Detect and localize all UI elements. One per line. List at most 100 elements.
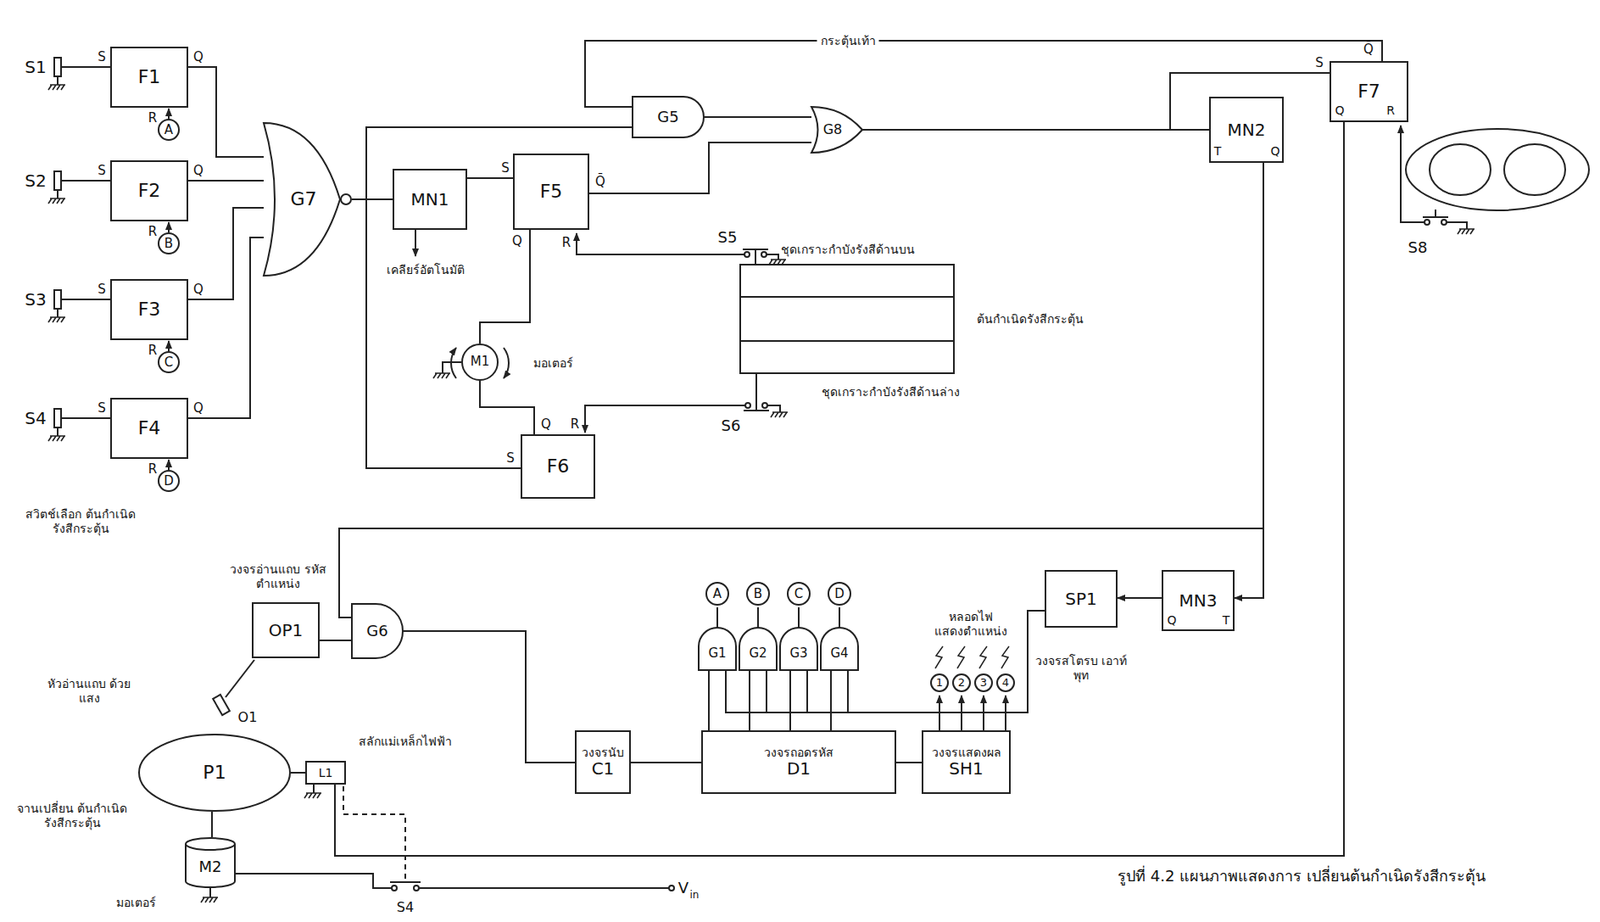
node-title: M2 <box>199 858 223 876</box>
node-text: MN3 <box>1179 590 1218 611</box>
pedal-switch <box>1422 209 1467 229</box>
gate-outline <box>820 627 859 670</box>
gate-outline <box>351 603 403 658</box>
motor-wire <box>235 873 392 888</box>
signal-wire <box>847 610 1045 713</box>
reset-arrow <box>167 108 170 119</box>
pin-label: Q <box>193 281 204 297</box>
ground-symbol <box>1457 228 1475 235</box>
node-title: G5 <box>657 108 679 127</box>
node-text: G6 <box>366 622 388 641</box>
switch-contact <box>391 885 397 891</box>
signal-wire <box>589 142 812 194</box>
callout-circle: C <box>786 581 811 606</box>
switch-contact <box>1424 219 1430 225</box>
node-text: G7 <box>289 188 317 210</box>
pin-label: R <box>570 416 580 432</box>
pin-label: R <box>562 234 571 251</box>
ground-symbol <box>433 373 451 379</box>
node-title: G6 <box>366 622 388 641</box>
pin-label: S <box>97 400 106 416</box>
callout-circle: D <box>827 581 852 606</box>
node-title: OP1 <box>268 620 304 641</box>
gate-outline <box>780 627 818 670</box>
block-box: F1 <box>110 46 189 108</box>
shield-stack <box>740 264 954 374</box>
gate-output <box>717 607 840 628</box>
node-title: G7 <box>289 188 317 210</box>
node-text: วงจรนับC1 <box>581 745 625 779</box>
node-title: SP1 <box>1064 589 1097 609</box>
pin-label: R <box>148 342 157 358</box>
block-box: F2 <box>110 160 189 222</box>
pin-label: S <box>97 281 106 297</box>
ground-symbol <box>770 412 788 418</box>
callout-circle: D <box>157 469 180 492</box>
pin-label: T <box>1214 144 1222 159</box>
foot-pedal <box>1405 128 1589 211</box>
ground-symbol <box>304 792 322 798</box>
node-text: P1 <box>202 761 226 783</box>
pin-label: S <box>506 450 515 466</box>
note-label: มอเตอร์ <box>533 356 574 371</box>
block-box: OP1 <box>251 602 320 658</box>
pin-label: Q <box>1270 144 1280 159</box>
push-switch <box>54 57 62 77</box>
ground-wire <box>312 784 315 793</box>
callout-circle: 1 <box>930 673 949 692</box>
pin-label: S3 <box>24 289 46 310</box>
note-label: ชุดเกราะกำบังรังสีด้านล่าง <box>821 384 960 400</box>
node-text: G2 <box>748 646 767 661</box>
pin-label: R <box>1386 103 1395 118</box>
pin-label: S8 <box>1408 238 1428 257</box>
callout-circle: 4 <box>996 673 1015 692</box>
rotation-arrow <box>503 347 509 379</box>
pin-label: V <box>678 878 689 898</box>
node-title: G3 <box>789 646 808 661</box>
node-text: OP1 <box>268 620 304 641</box>
ground-symbol <box>48 435 66 441</box>
node-id: D1 <box>786 758 811 779</box>
node-text: M1 <box>470 354 491 369</box>
signal-wire <box>188 179 264 182</box>
node-title: G4 <box>830 646 848 661</box>
signal-wire <box>703 116 812 118</box>
node-title: วงจรแสดงผล <box>931 745 1002 759</box>
switch-contact <box>1441 219 1447 225</box>
shield-band <box>740 296 954 341</box>
node-text: G1 <box>708 646 726 661</box>
note-label: วงจรอ่านแถบ รหัสตำแหน่ง <box>227 562 329 591</box>
pin-label: S <box>1315 55 1324 71</box>
wire-label: กระตุ้นเท้า <box>817 31 880 51</box>
block-box: F5 <box>512 153 590 230</box>
signal-wire <box>479 380 535 435</box>
cylinder-top <box>185 837 235 850</box>
pin-label: Q <box>540 416 552 432</box>
pin-label: S <box>501 160 510 176</box>
ground-symbol <box>200 897 218 903</box>
node-title: MN3 <box>1179 590 1218 611</box>
node-text: F4 <box>138 417 162 439</box>
node-text: วงจรแสดงผลSH1 <box>931 745 1002 779</box>
signal-wire <box>188 207 264 300</box>
signal-wire <box>211 811 213 837</box>
switch-contact <box>745 402 751 408</box>
supply-terminal <box>668 885 675 891</box>
logic-gate: G5 <box>632 96 704 138</box>
callout-circle: B <box>157 232 180 255</box>
signal-wire <box>188 66 264 157</box>
callout-circle: 3 <box>974 673 993 692</box>
latch-link <box>343 786 406 881</box>
pin-label: S5 <box>718 228 738 247</box>
node-text: วงจรถอดรหัสD1 <box>763 745 834 779</box>
logic-gate: G1 <box>698 627 736 670</box>
signal-wire <box>467 177 513 179</box>
pin-label: R <box>148 461 157 477</box>
note-label: จานเปลี่ยน ต้นกำเนิดรังสีกระตุ้น <box>8 801 136 831</box>
node-text: M2 <box>199 858 223 876</box>
invert-bubble <box>340 194 352 205</box>
motor-cylinder: M2 <box>184 836 236 888</box>
callout-circle: B <box>746 581 770 606</box>
logic-gate: G4 <box>820 627 859 670</box>
pedal-pad <box>1429 144 1491 196</box>
